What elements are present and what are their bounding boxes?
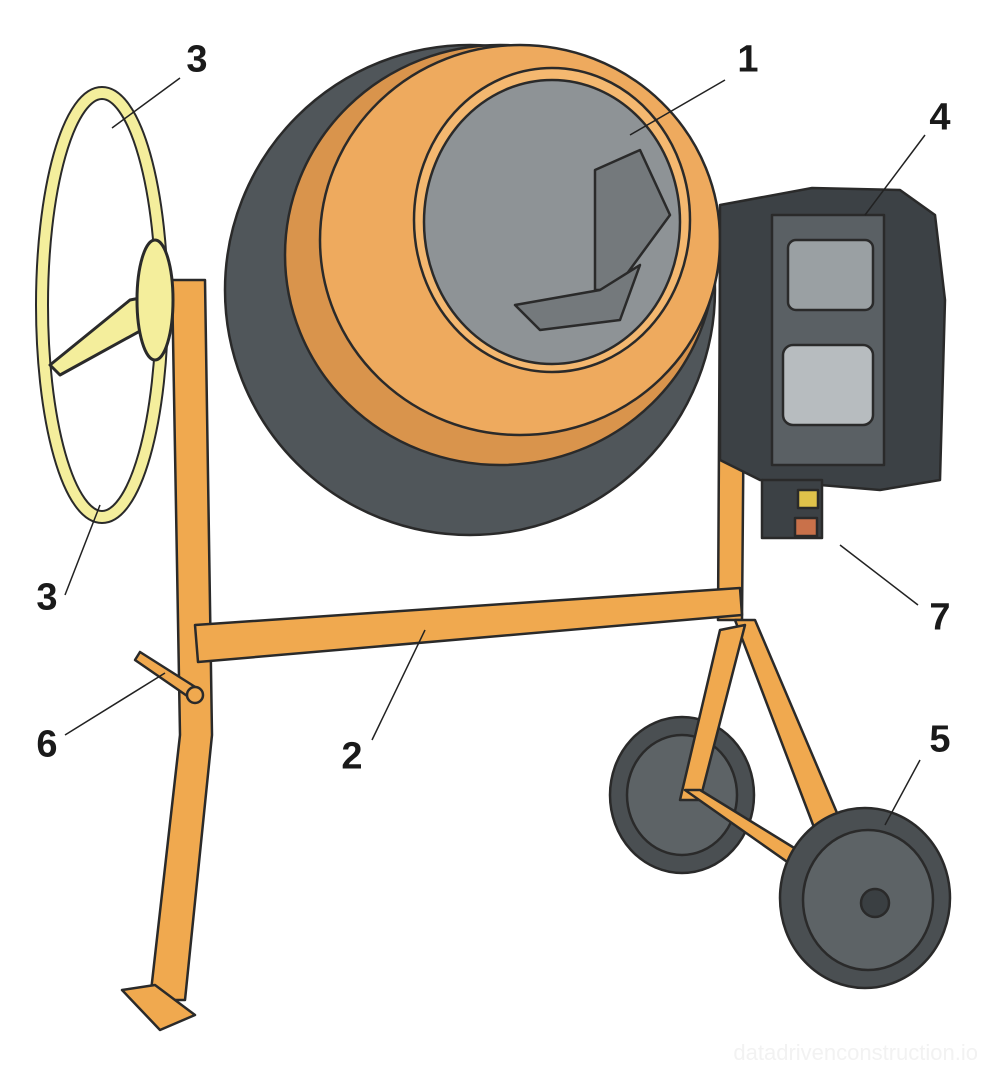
callout-3-bottom: 3 [36, 576, 58, 619]
callout-2: 2 [341, 735, 363, 778]
callout-3-top: 3 [186, 38, 208, 81]
switch [796, 488, 820, 510]
callout-6: 6 [36, 723, 58, 766]
callout-5: 5 [929, 718, 951, 761]
front-wheel [778, 806, 952, 990]
leader-lines [64, 77, 926, 826]
handwheel [35, 86, 175, 524]
motor-housing [718, 186, 947, 540]
callout-7: 7 [929, 596, 951, 639]
callout-4: 4 [929, 96, 951, 139]
watermark: datadrivenconstruction.io [733, 1040, 978, 1065]
drum [223, 43, 722, 537]
frame [120, 260, 842, 1032]
callout-1: 1 [737, 38, 759, 81]
frame-crossbar [193, 586, 744, 664]
